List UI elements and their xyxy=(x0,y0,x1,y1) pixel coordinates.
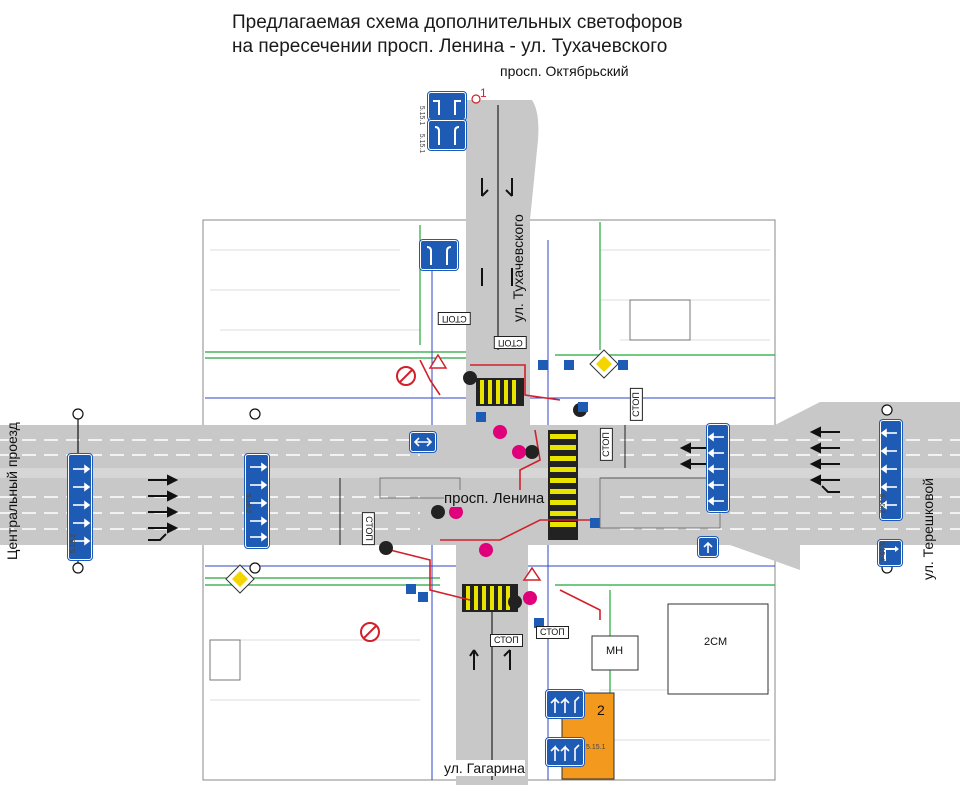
sign-code: 5.15.2 xyxy=(244,493,252,514)
traffic-light-magenta xyxy=(449,425,537,605)
building-mn xyxy=(591,635,639,671)
north-lane-arrows xyxy=(481,178,513,286)
prohibition-signs xyxy=(360,366,416,642)
sign-code: 5.15.1 xyxy=(418,133,426,154)
west-lane-arrows xyxy=(148,474,179,541)
callout-1-marker xyxy=(471,94,481,104)
sign-code: 5.15.1 xyxy=(586,744,606,751)
stop-label: СТОП xyxy=(629,388,643,421)
crosswalk-north xyxy=(476,378,524,406)
sign-code: 5.15.4 xyxy=(878,541,886,562)
building-2sm xyxy=(667,603,769,695)
stop-label: СТОП xyxy=(438,312,471,325)
lane-sign-west-2 xyxy=(245,454,269,548)
scheme-title-line2: на пересечении просп. Ленина - ул. Тухач… xyxy=(232,36,668,57)
street-central-label: Центральный проезд xyxy=(4,422,20,560)
lane-sign-east-2 xyxy=(880,420,902,520)
yield-sign xyxy=(428,353,448,369)
street-gagarina-label: ул. Гагарина xyxy=(444,760,525,776)
stop-label: СТОП xyxy=(490,634,523,647)
scheme-title-line1: Предлагаемая схема дополнительных светоф… xyxy=(232,12,683,33)
callout-1: 1 xyxy=(480,86,487,100)
stop-label: СТОП xyxy=(361,512,375,545)
building-2sm-label: 2СМ xyxy=(704,636,728,648)
south-lane-arrows xyxy=(469,649,511,670)
lane-sign-south-2 xyxy=(546,738,584,766)
sign-code: 5.15.2 xyxy=(70,533,78,554)
stop-label: СТОП xyxy=(536,626,569,639)
sign-code: 5.15.1 xyxy=(418,105,426,126)
lane-sign-west xyxy=(68,454,92,560)
east-lane-arrows xyxy=(679,426,840,493)
sign-code: 5.15.2 xyxy=(878,493,886,514)
traffic-lights xyxy=(379,371,587,609)
callout-2: 2 xyxy=(597,702,605,718)
street-oktyabrsky-label: просп. Октябрьский xyxy=(500,63,629,79)
road-tukhachevsky xyxy=(466,100,539,425)
lane-sign-east-small xyxy=(878,540,902,566)
lane-sign-north-mid xyxy=(420,240,458,270)
lane-sign-south-1 xyxy=(546,690,584,718)
street-lenina-label: просп. Ленина xyxy=(444,490,545,507)
crosswalk-south xyxy=(462,584,518,612)
stop-label: СТОП xyxy=(494,336,527,349)
lane-sign-north-top xyxy=(428,92,466,120)
lane-sign-small-2 xyxy=(698,537,718,557)
road-lenina xyxy=(0,425,960,545)
building-mn-label: МН xyxy=(606,645,624,657)
red-cable-lines xyxy=(389,359,601,620)
street-tereshkovoy-label: ул. Терешковой xyxy=(920,478,936,580)
stop-label: СТОП xyxy=(599,428,613,461)
road-lenina-widening xyxy=(775,402,960,425)
small-blue-signs xyxy=(406,360,628,628)
lane-sign-small-3 xyxy=(410,432,436,452)
crosswalk-east xyxy=(548,430,578,540)
lane-sign-north-bottom xyxy=(428,120,466,150)
lane-sign-east-1 xyxy=(707,424,729,512)
priority-road-signs xyxy=(225,349,619,594)
street-tukhachevsky-label: ул. Тухачевского xyxy=(510,214,526,322)
